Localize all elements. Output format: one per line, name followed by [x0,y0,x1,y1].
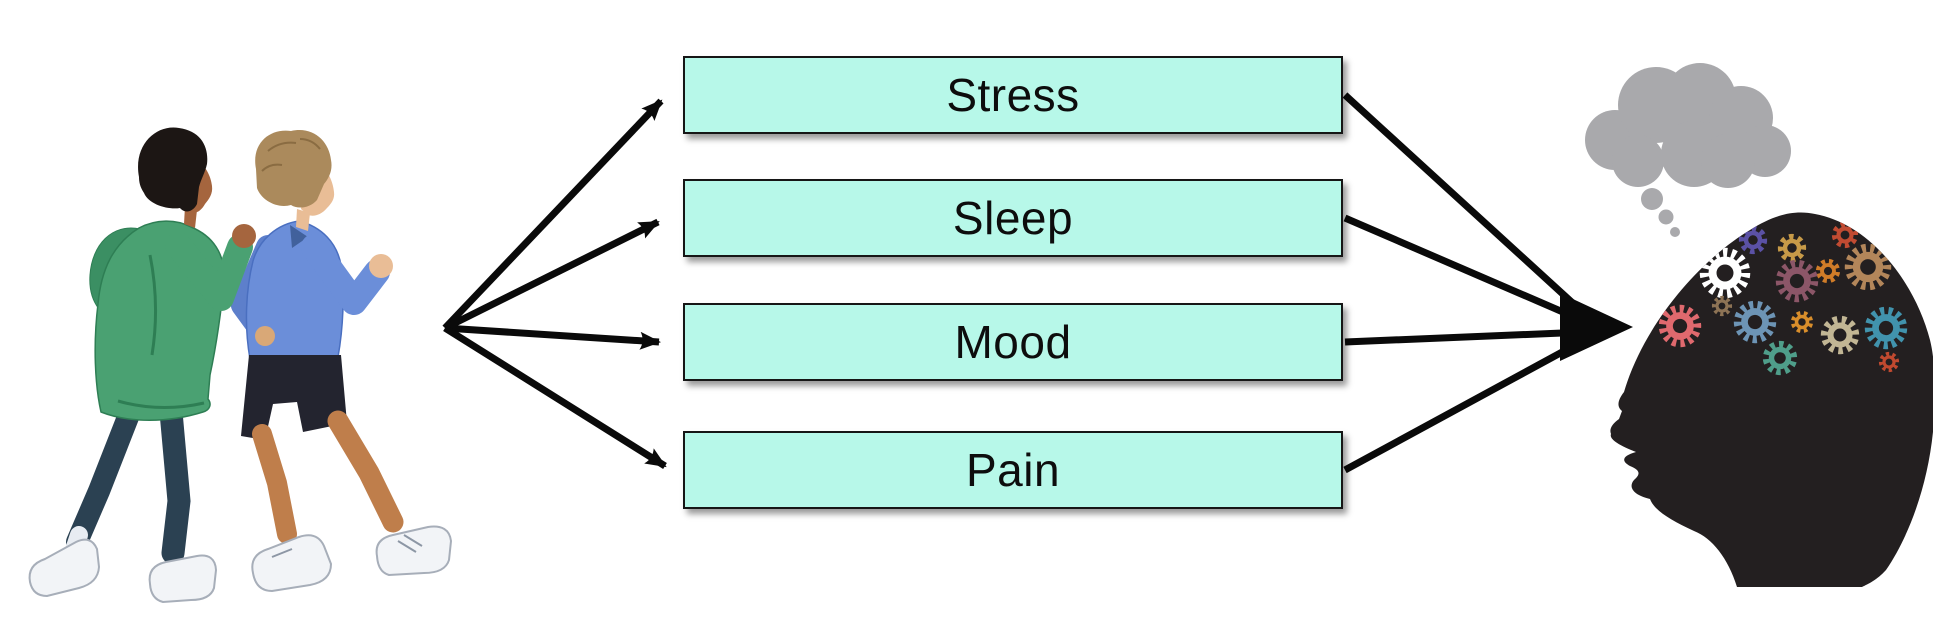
gear-icon [1733,300,1777,344]
man-back-leg [252,424,297,544]
mediator-label: Stress [946,69,1080,121]
big-arrowhead-icon [1560,293,1633,361]
gear-icon [1711,295,1733,317]
thought-cloud-icon [1585,63,1791,237]
gear-icon [1831,221,1859,249]
woman-fist [232,224,256,248]
gear-icon [1878,351,1900,373]
man-far-hand [255,326,275,346]
shoe-laces [271,534,423,558]
man-front-leg [327,410,404,533]
cloud-trail-bubbles [1641,188,1680,237]
mediator-box-sleep: Sleep [683,179,1343,257]
man-back-shoe [251,534,333,593]
gear-icon [1658,304,1702,348]
arrow-stress-brain [1342,92,1591,320]
woman-hair [138,127,208,212]
walker-woman [28,127,256,604]
gear-icon [1820,315,1860,355]
mediator-box-mood: Mood [683,303,1343,381]
gear-icon [1699,247,1751,299]
arrow-exercise-mood [444,324,661,350]
mediator-box-pain: Pain [683,431,1343,509]
mediator-label: Mood [954,316,1072,368]
arrow-exercise-pain [443,325,667,469]
gear-icon [1762,340,1798,376]
woman-back-leg [66,401,141,553]
man-hair [255,130,332,208]
gears-icon-layer [1658,221,1908,376]
walking-people-illustration [28,127,453,604]
man-neck [296,209,310,231]
arrow-converge-right [1342,92,1633,474]
man-fist [369,254,393,278]
man-collar [290,225,308,248]
man-shorts [241,355,347,440]
arrow-fan-left [442,98,667,469]
arrow-sleep-brain [1343,214,1588,326]
jacket-folds [117,254,205,409]
mediator-label: Sleep [952,192,1074,244]
head-with-gears-illustration [1610,212,1933,587]
arrow-pain-brain [1343,334,1590,474]
woman-sleeve [165,232,253,311]
mediator-box-stress: Stress [683,56,1343,134]
head-silhouette [1610,212,1933,587]
cloud-puffs [1585,63,1791,188]
arrow-exercise-sleep [443,218,660,332]
woman-back-shoe [28,538,101,598]
mediator-label: Pain [965,444,1061,496]
arrow-mood-brain [1344,328,1587,346]
woman-front-shoe [148,554,218,604]
arrow-exercise-stress [442,98,664,331]
man-hair-strokes [261,138,321,172]
woman-front-leg [159,400,191,565]
gear-icon [1844,243,1892,291]
man-near-sleeve [301,234,390,315]
gear-icon [1738,225,1768,255]
gear-icon [1864,306,1908,350]
